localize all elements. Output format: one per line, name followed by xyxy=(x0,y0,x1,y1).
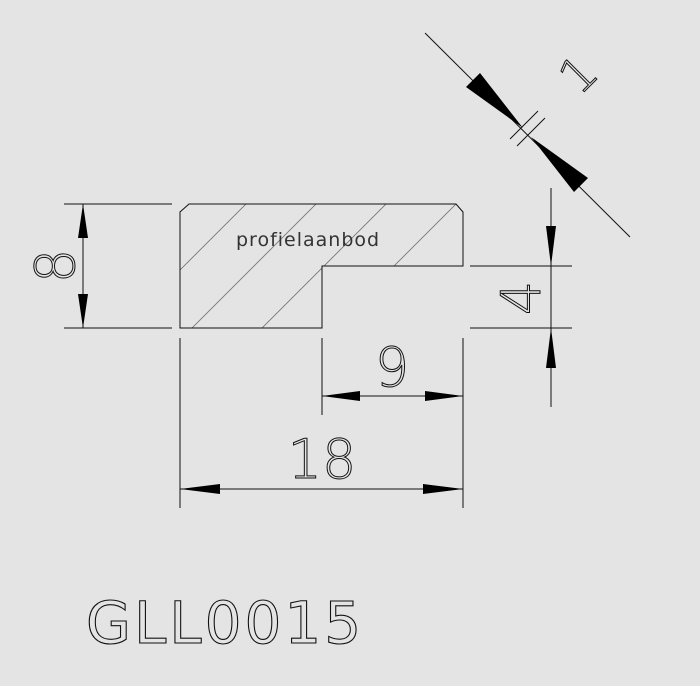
height-dimension: 8 xyxy=(24,203,172,329)
profile-outline xyxy=(179,203,464,329)
chamfer-dimension: 1 xyxy=(424,32,631,238)
notch-width-dimension-label: 9 xyxy=(375,336,409,399)
chamfer-dimension-label: 1 xyxy=(548,44,609,105)
height-dimension-label: 8 xyxy=(24,249,87,283)
watermark-text: profielaanbod xyxy=(236,229,380,251)
notch-width-dimension: 9 xyxy=(321,336,463,415)
width-dimension-label: 18 xyxy=(288,428,357,491)
section-hatching xyxy=(180,204,463,328)
width-dimension: 18 xyxy=(179,338,464,508)
profile-code: GLL0015 xyxy=(86,589,364,657)
notch-height-dimension: 4 xyxy=(470,188,572,407)
notch-height-dimension-label: 4 xyxy=(490,281,553,315)
profile-section xyxy=(179,203,464,329)
